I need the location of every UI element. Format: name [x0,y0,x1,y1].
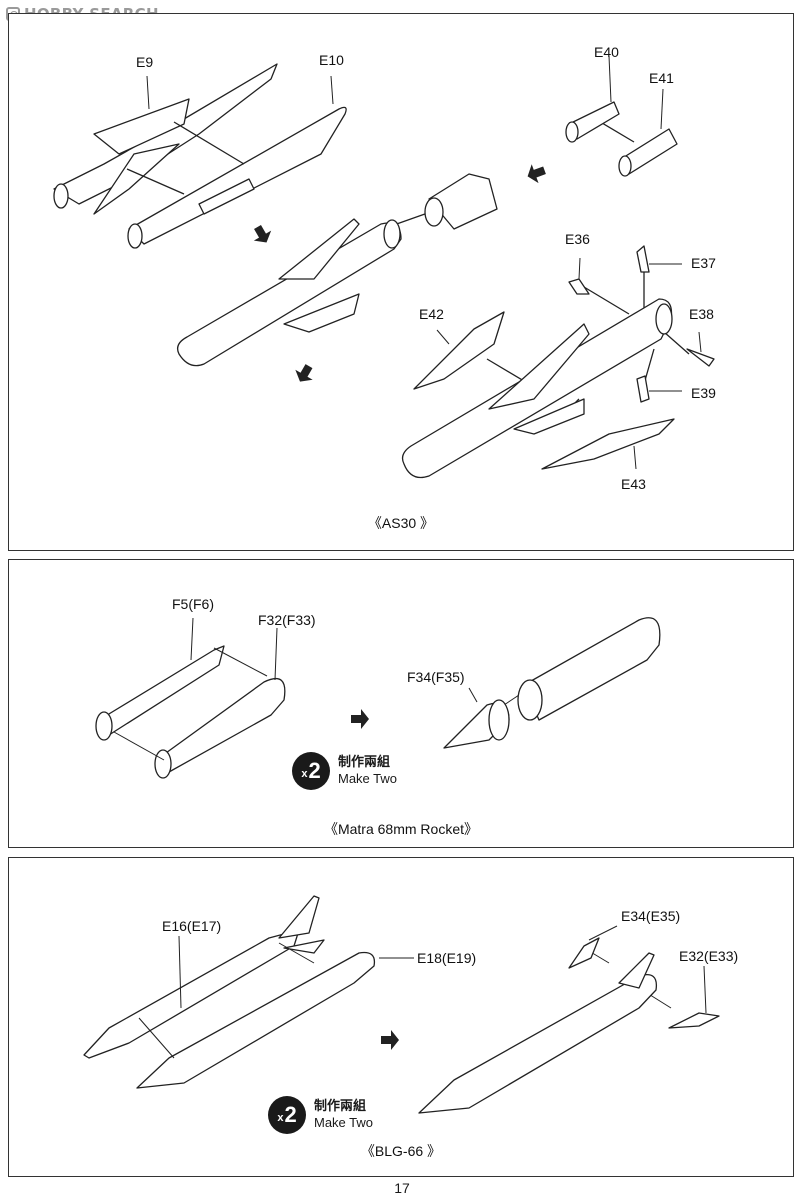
blg66-assembled [418,952,658,1114]
f34-nose-cone [443,699,510,749]
f5-pod-half [95,645,225,741]
label-e10: E10 [319,52,344,68]
caption-as30: 《AS30 》 [367,515,435,531]
matra-arrows [113,617,520,761]
e16-body-half [83,895,325,1059]
matra-assembly-drawing [95,617,661,779]
label-e32: E32(E33) [679,948,739,964]
e32-fin [668,1012,720,1029]
label-e43: E43 [621,476,646,492]
e40-e41-nozzle-halves [565,101,678,177]
blg66-assembly-drawing [83,895,720,1114]
caption-blg66: 《BLG-66 》 [360,1143,442,1159]
as30-leader-lines [146,55,702,470]
rocket-pod-assembled [517,617,661,721]
blg66-direction-mark [381,1030,399,1050]
small-fins [568,245,715,403]
label-e38: E38 [689,306,714,322]
make-two-text: 制作兩組 Make Two [314,1099,374,1130]
label-e18: E18(E19) [417,950,477,966]
e42-fin [413,311,505,390]
e10-body-half [127,106,347,249]
e9-fin-half [53,63,278,215]
make-two-text: 制作兩組 Make Two [338,755,398,786]
page-number: 17 [394,1180,410,1196]
label-f34: F34(F35) [407,669,465,685]
as30-direction-marks [253,164,546,382]
caption-matra: 《Matra 68mm Rocket》 [323,821,479,837]
panel-as30: E9 E10 E40 E41 E36 E37 E38 E39 E42 E43 《… [8,13,794,551]
label-f32: F32(F33) [258,612,316,628]
blg66-arrows [138,925,707,1059]
f32-pod-half [154,677,286,779]
as30-missile-partial [176,218,402,367]
matra-direction-mark [351,709,369,729]
as30-missile-complete [401,298,673,479]
as30-assembly-drawing [53,55,715,479]
label-e39: E39 [691,385,716,401]
nozzle-assembly [424,173,498,230]
label-e41: E41 [649,70,674,86]
label-f5: F5(F6) [172,596,214,612]
e43-fin [541,418,675,470]
label-e34: E34(E35) [621,908,681,924]
label-e9: E9 [136,54,154,70]
e34-fin [568,937,600,969]
label-e42: E42 [419,306,444,322]
label-e40: E40 [594,44,619,60]
label-e16: E16(E17) [162,918,222,934]
e18-body-half [136,951,376,1089]
label-e37: E37 [691,255,716,271]
label-e36: E36 [565,231,590,247]
